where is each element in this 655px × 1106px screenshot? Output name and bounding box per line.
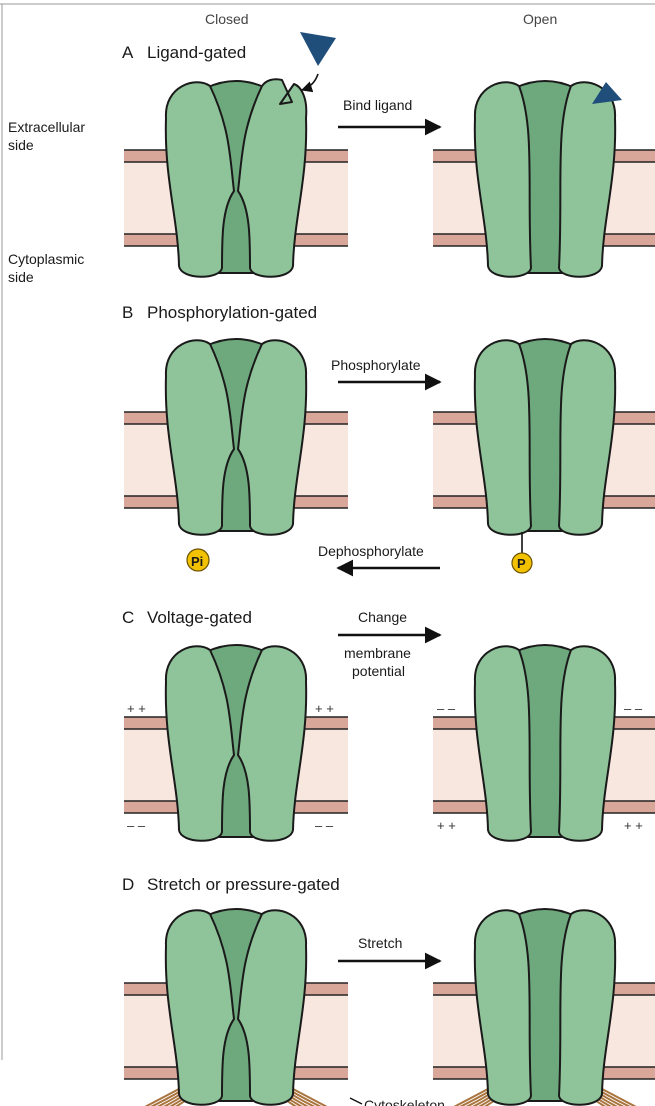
column-header-open: Open	[523, 11, 557, 27]
channel-a-open	[475, 81, 615, 277]
channel-c-open	[475, 645, 615, 841]
phosphate-bound-label: P	[517, 556, 526, 571]
panel-d: D Stretch or pressure-gated Stretch Cyto…	[122, 875, 655, 1106]
column-header-closed: Closed	[205, 11, 249, 27]
charge-closed-top-right: + +	[315, 701, 334, 716]
channel-b-closed	[166, 339, 306, 535]
arrow-c-label-line1: Change	[358, 609, 407, 625]
panel-c-title: Voltage-gated	[147, 608, 252, 627]
ligand-arrow	[302, 74, 318, 90]
arrow-b-reverse-label: Dephosphorylate	[318, 543, 424, 559]
channel-b-open	[475, 339, 615, 535]
cytoplasmic-label-line1: Cytoplasmic	[8, 251, 84, 267]
panel-b-letter: B	[122, 303, 133, 322]
arrow-d-label: Stretch	[358, 935, 402, 951]
charge-open-bottom-left: + +	[437, 818, 456, 833]
charge-open-bottom-right: + +	[624, 818, 643, 833]
panel-d-title: Stretch or pressure-gated	[147, 875, 340, 894]
panel-a: A Ligand-gated Bind ligand	[122, 32, 655, 277]
cytoskeleton-label: Cytoskeleton	[364, 1097, 445, 1106]
phosphate-free-label: Pi	[191, 554, 203, 569]
arrow-c-label-line2: membrane	[344, 645, 411, 661]
panel-c: C Voltage-gated Change membrane potentia…	[122, 608, 655, 841]
panel-b-title: Phosphorylation-gated	[147, 303, 317, 322]
arrow-a-label: Bind ligand	[343, 97, 412, 113]
panel-b: B Phosphorylation-gated Phosphorylate De…	[122, 303, 655, 573]
channel-d-open	[475, 909, 615, 1105]
phosphate-bound: P	[512, 532, 532, 573]
panel-c-letter: C	[122, 608, 134, 627]
arrow-c-label-line3: potential	[352, 663, 405, 679]
panel-a-title: Ligand-gated	[147, 43, 246, 62]
channel-d-closed	[166, 909, 306, 1105]
phosphate-free: Pi	[187, 549, 209, 571]
charge-open-top-left: – –	[437, 701, 456, 716]
cytoplasmic-label-line2: side	[8, 269, 34, 285]
extracellular-label-line1: Extracellular	[8, 119, 85, 135]
channel-a-closed	[166, 79, 307, 277]
charge-open-top-right: – –	[624, 701, 643, 716]
charge-closed-bottom-right: – –	[315, 818, 334, 833]
cytoskeleton-pointer	[350, 1098, 362, 1104]
panel-d-letter: D	[122, 875, 134, 894]
ligand-free	[300, 32, 336, 66]
extracellular-label-line2: side	[8, 137, 34, 153]
charge-closed-top-left: + +	[127, 701, 146, 716]
arrow-b-label: Phosphorylate	[331, 357, 421, 373]
panel-a-letter: A	[122, 43, 134, 62]
channel-c-closed	[166, 645, 306, 841]
charge-closed-bottom-left: – –	[127, 818, 146, 833]
